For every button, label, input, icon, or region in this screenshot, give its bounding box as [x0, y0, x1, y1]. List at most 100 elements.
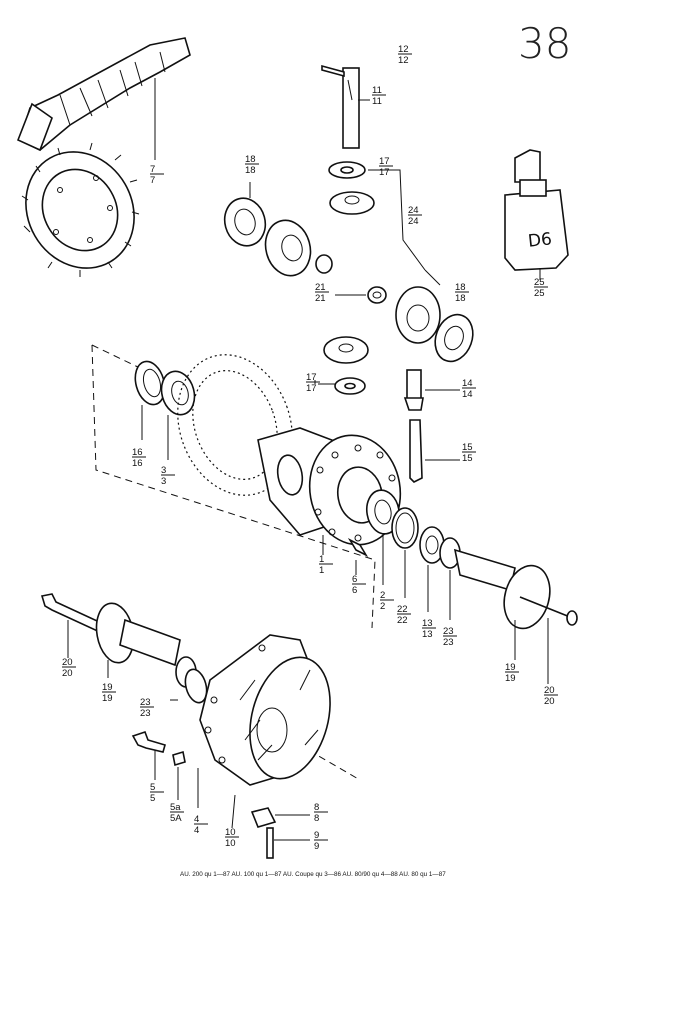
callout-number-top: 4 — [194, 814, 199, 825]
callout-number-top: 19 — [102, 682, 113, 693]
callout-number-top: 11 — [372, 85, 382, 96]
callout-number-top: 18 — [455, 282, 466, 293]
callout-c6: 66 — [352, 574, 366, 596]
callout-c9: 99 — [314, 830, 328, 852]
callout-number-top: 13 — [422, 618, 433, 629]
model-applicability-footer: AU. 200 qu 1—87 AU. 100 qu 1—87 AU. Coup… — [180, 871, 446, 878]
threaded-piece — [335, 286, 387, 304]
callout-number-bottom: 5 — [150, 793, 155, 804]
callout-number-bottom: 6 — [352, 585, 357, 596]
washer-5a — [172, 750, 186, 800]
differential-housing — [257, 427, 402, 555]
callout-number-bottom: 20 — [544, 696, 555, 707]
bolt-5 — [131, 730, 166, 780]
callout-number-top: 17 — [379, 156, 390, 167]
callout-number-top: 10 — [225, 827, 236, 838]
callout-number-bottom: 3 — [161, 476, 166, 487]
callout-number-bottom: 21 — [315, 293, 326, 304]
callout-number-bottom: 5A — [170, 813, 182, 824]
callout-number-top: 12 — [398, 44, 409, 55]
callout-number-top: 3 — [161, 465, 166, 476]
side-gear-left — [264, 219, 333, 277]
callout-number-bottom: 11 — [372, 96, 382, 107]
callout-number-top: 23 — [140, 697, 151, 708]
callout-number-bottom: 14 — [462, 389, 473, 400]
differential-pin — [321, 64, 370, 149]
planet-gear-top — [329, 191, 375, 215]
callout-number-bottom: 25 — [534, 288, 545, 299]
callout-number-top: 5 — [150, 782, 155, 793]
callout-number-bottom: 18 — [455, 293, 466, 304]
callout-number-bottom: 23 — [140, 708, 151, 719]
tapered-bearing-3 — [160, 370, 196, 460]
bolt-6 — [347, 538, 369, 575]
drive-flange-left — [95, 602, 197, 688]
callout-number-bottom: 13 — [422, 629, 433, 640]
callout-c8: 88 — [314, 802, 328, 824]
callout-number-top: 21 — [315, 282, 326, 293]
callout-number-bottom: 7 — [150, 175, 155, 186]
callout-c5: 55 — [150, 782, 164, 804]
callout-c4: 44 — [194, 814, 208, 836]
callout-number-bottom: 1 — [319, 565, 324, 576]
callout-number-bottom: 2 — [380, 601, 385, 612]
callout-number-bottom: 17 — [379, 167, 390, 178]
callout-number-top: 17 — [306, 372, 317, 383]
callout-number-bottom: 24 — [408, 216, 419, 227]
callout-number-bottom: 4 — [194, 825, 199, 836]
side-washer-left — [223, 197, 267, 247]
callout-number-bottom: 20 — [62, 668, 73, 679]
callout-c2: 22 — [380, 590, 394, 612]
callout-number-top: 2 — [380, 590, 385, 601]
oil-bottle: D6 — [504, 149, 569, 280]
drive-flange-right — [453, 548, 578, 684]
callout-number-top: 18 — [245, 154, 256, 165]
callout-number-top: 22 — [397, 604, 408, 615]
callout-number-bottom: 17 — [306, 383, 317, 394]
callout-number-bottom: 12 — [398, 55, 409, 66]
callout-c3: 33 — [161, 465, 175, 487]
callout-number-top: 16 — [132, 447, 143, 458]
callout-number-top: 19 — [505, 662, 516, 673]
magnet-8 — [250, 807, 310, 828]
seal-23-left — [170, 668, 208, 704]
callout-number-top: 9 — [314, 830, 319, 841]
callout-c1: 11 — [319, 554, 333, 576]
thrust-washer-top — [328, 161, 366, 179]
callout-number-bottom: 19 — [505, 673, 516, 684]
callout-number-bottom: 23 — [443, 637, 454, 648]
page-number: 38 — [518, 19, 571, 68]
callout-number-top: 5a — [170, 802, 181, 813]
callout-number-top: 24 — [408, 205, 419, 216]
final-drive-cover — [197, 634, 331, 808]
callout-number-top: 14 — [462, 378, 473, 389]
crown-wheel-phantom — [177, 354, 293, 496]
callout-number-top: 20 — [544, 685, 555, 696]
callout-number-top: 20 — [62, 657, 73, 668]
callout-number-top: 23 — [443, 626, 454, 637]
callout-number-bottom: 10 — [225, 838, 236, 849]
bearing-2 — [365, 489, 401, 585]
side-gear-right — [395, 286, 441, 344]
